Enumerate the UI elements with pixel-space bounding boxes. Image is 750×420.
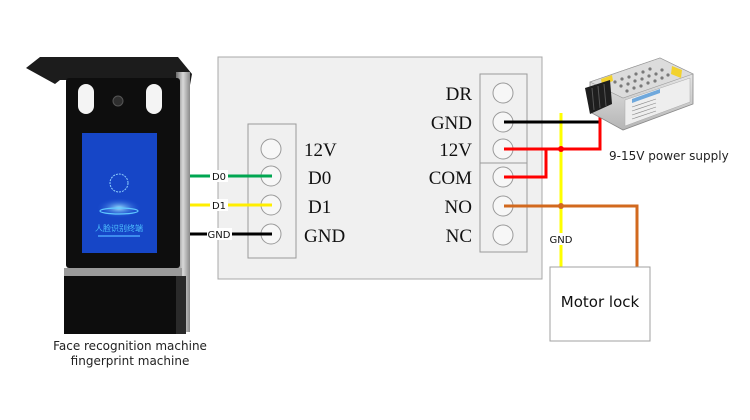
ir-light-right <box>146 84 162 114</box>
terminal-12v-in[interactable] <box>260 138 282 160</box>
terminal-nc[interactable] <box>492 224 514 246</box>
label-nc: NC <box>446 226 472 247</box>
power-supply-label: 9-15V power supply <box>609 149 729 163</box>
wire-label-d1: D1 <box>212 201 226 212</box>
wire-label-lock-gnd: GND <box>550 235 573 246</box>
wire-com-jumper <box>504 149 548 179</box>
right-terminal-block <box>479 73 528 253</box>
motor-lock-label: Motor lock <box>561 293 640 311</box>
device-base <box>64 276 182 334</box>
rain-hood <box>26 57 192 96</box>
power-supply <box>585 57 694 131</box>
junction-12v <box>558 146 564 152</box>
device-screen <box>82 133 157 253</box>
screen-title: 人脸识别终端 <box>95 223 143 233</box>
label-no: NO <box>445 197 472 218</box>
terminal-dr[interactable] <box>492 82 514 104</box>
label-12v-in: 12V <box>304 140 337 161</box>
face-scan-icon <box>109 173 129 193</box>
label-gnd-in: GND <box>304 226 345 247</box>
camera-icon <box>112 95 124 107</box>
label-d1: D1 <box>308 197 331 218</box>
ir-light-left <box>78 84 94 114</box>
left-terminal-block <box>247 123 297 259</box>
junction-no <box>558 203 564 209</box>
reader-device: 人脸识别终端 <box>26 57 192 334</box>
wire-lock-no <box>504 204 639 267</box>
label-gnd: GND <box>431 113 472 134</box>
label-12v: 12V <box>439 140 472 161</box>
reader-caption-line1: Face recognition machine <box>53 339 207 353</box>
label-d0: D0 <box>308 168 331 189</box>
wire-psu-12v <box>504 115 602 151</box>
reader-caption-line2: fingerprint machine <box>71 354 190 368</box>
motor-lock-box <box>549 266 651 342</box>
label-com: COM <box>429 168 472 189</box>
label-dr: DR <box>446 84 473 105</box>
wire-label-gnd-reader: GND <box>208 230 231 241</box>
wire-label-d0: D0 <box>212 172 226 183</box>
